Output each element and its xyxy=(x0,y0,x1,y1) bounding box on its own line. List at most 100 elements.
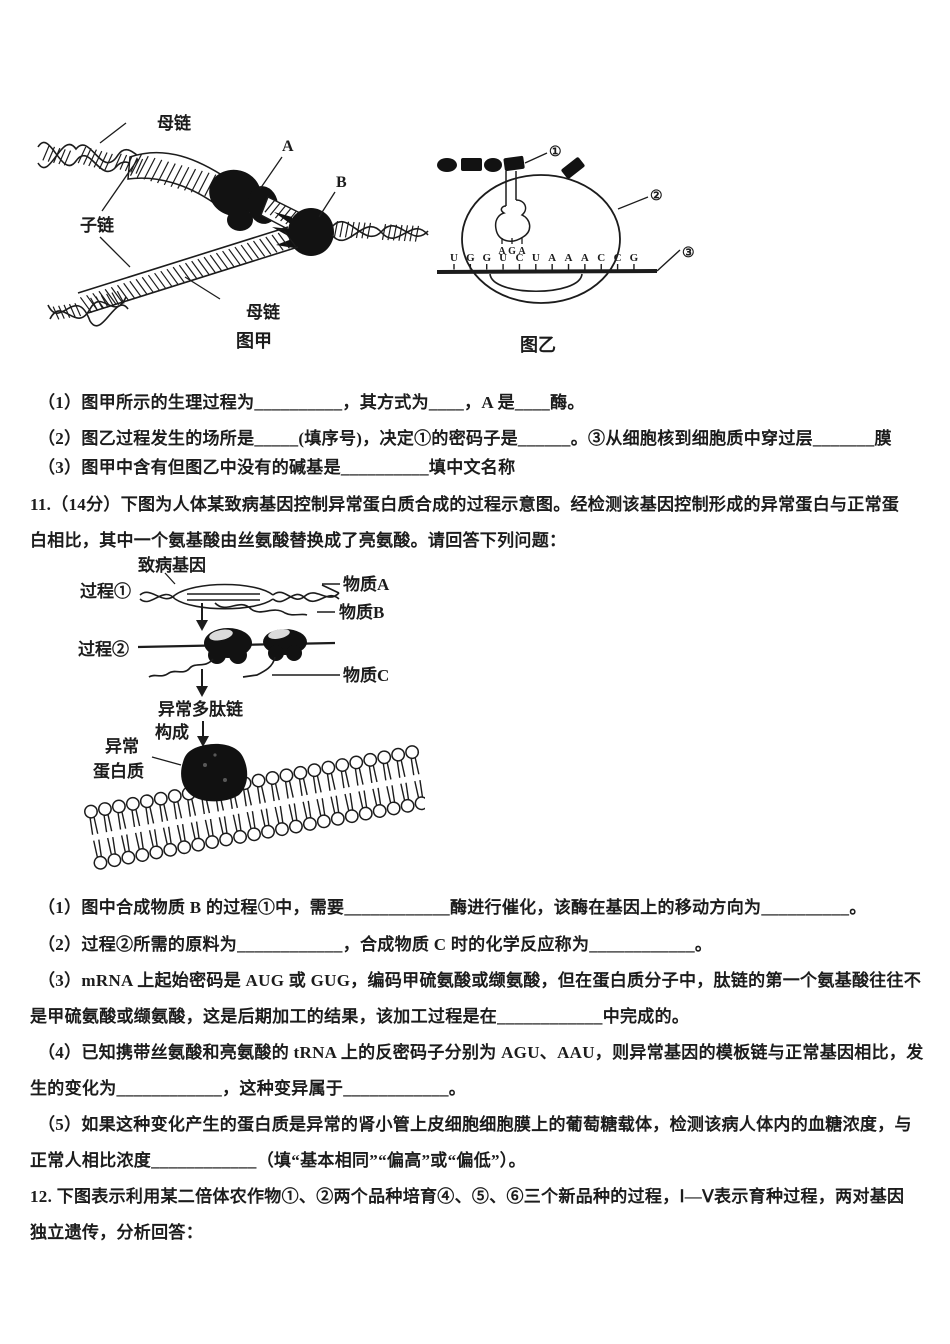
phospholipid-tail xyxy=(288,780,294,798)
phospholipid-head xyxy=(167,789,182,804)
phospholipid-tail xyxy=(396,760,401,778)
hatch-line xyxy=(197,258,210,275)
enzyme-b-blob xyxy=(272,208,334,256)
hatch-line xyxy=(222,250,235,267)
label-abnormal-protein-2: 蛋白质 xyxy=(93,761,144,781)
parent-helix-top xyxy=(37,141,145,173)
phospholipid-tail xyxy=(260,809,266,827)
phospholipid-tail xyxy=(134,832,140,850)
figure-yi-caption: 图乙 xyxy=(520,335,556,355)
phospholipid-tail xyxy=(190,822,196,840)
hatch-line xyxy=(160,270,173,287)
hatch-line xyxy=(98,290,111,308)
phospholipid-tail xyxy=(391,785,396,803)
phospholipid-tail xyxy=(419,780,424,798)
q11-item-2: （2）过程②所需的原料为____________，合成物质 C 时的化学反应称为… xyxy=(38,935,713,954)
phospholipid-tail xyxy=(246,811,252,829)
hatch-line xyxy=(381,224,387,240)
phospholipid-tail xyxy=(372,765,378,783)
q11-item-1: （1）图中合成物质 B 的过程①中，需要____________酶进行催化，该酶… xyxy=(38,898,867,917)
hatch-line xyxy=(403,225,409,242)
phospholipid-tail xyxy=(284,781,289,799)
pointer-line xyxy=(99,122,127,144)
polypeptide-squiggle xyxy=(148,658,214,678)
mrna-letter: C xyxy=(597,252,605,264)
phospholipid-tail xyxy=(326,773,331,791)
label-abnormal-peptide: 异常多肽链 xyxy=(158,699,244,719)
helix-right xyxy=(331,225,429,242)
phospholipid-head xyxy=(275,822,289,837)
down-arrow-head xyxy=(196,620,208,631)
label-circle-3: ③ xyxy=(682,246,695,261)
mrna-letter: A xyxy=(581,252,589,264)
pointer-line xyxy=(101,158,139,212)
hatch-line xyxy=(52,306,60,320)
mrna-letter: U xyxy=(499,252,507,264)
dna-transcription-bubble xyxy=(139,583,340,610)
hatch-line xyxy=(280,208,292,222)
hatch-line xyxy=(183,168,197,191)
hatch-group xyxy=(42,145,230,200)
hatch-line xyxy=(166,268,179,285)
q10-item-1: （1）图甲所示的生理过程为__________，其方式为____，A 是____… xyxy=(38,393,585,412)
phospholipid-tail xyxy=(312,776,317,794)
phospholipid-tail xyxy=(400,760,406,777)
hatch-line xyxy=(392,224,398,241)
hatch-line xyxy=(116,290,125,304)
phospholipid-tail xyxy=(410,758,415,776)
phospholipid-head xyxy=(261,824,275,839)
free-amino-acid xyxy=(561,157,585,179)
q11-stem-line1: 11.（14分）下图为人体某致病基因控制异常蛋白质合成的过程示意图。经检测该基因… xyxy=(30,495,900,514)
hatch-line xyxy=(398,224,403,241)
label-substance-b: 物质B xyxy=(339,602,384,622)
hatch-line xyxy=(111,292,120,306)
hatch-line xyxy=(129,280,142,297)
hatch-line xyxy=(143,157,156,180)
phospholipid-tail xyxy=(218,817,224,835)
hatch-line xyxy=(150,159,163,182)
phospholipid-tail xyxy=(232,814,238,832)
phospholipid-tail xyxy=(98,839,103,857)
hatch-line xyxy=(191,260,204,277)
hatch-line xyxy=(253,240,266,257)
hatch-line xyxy=(88,149,97,167)
phospholipid-head xyxy=(414,796,425,811)
hatch-line xyxy=(93,150,103,168)
hatch-line xyxy=(269,202,281,216)
label-b: B xyxy=(336,174,347,191)
hatch-line xyxy=(77,146,87,164)
hatch-line xyxy=(136,155,149,178)
phospholipid-tail xyxy=(131,810,136,828)
down-arrow-head xyxy=(197,736,209,747)
phospholipid-head xyxy=(97,802,112,816)
hatch-line xyxy=(409,225,414,242)
label-abnormal-protein-1: 异常 xyxy=(105,736,139,756)
phospholipid-tail xyxy=(181,824,186,842)
hatch-line xyxy=(63,304,71,318)
phospholipid-tail xyxy=(145,807,150,825)
phospholipid-head xyxy=(335,758,350,772)
phospholipid-tail xyxy=(307,800,312,818)
q11-item-5b: 正常人相比浓度____________（填“基本相同”“偏高”或“偏低”）。 xyxy=(30,1151,526,1170)
pointer-line xyxy=(656,249,681,272)
phospholipid-tail xyxy=(89,817,94,835)
hatch-line xyxy=(141,276,154,293)
phospholipid-tail xyxy=(120,835,127,853)
q10-item-2: （2）图乙过程发生的场所是_____(填序号)，决定①的密码子是______。③… xyxy=(38,429,892,448)
hatch-line xyxy=(259,238,272,255)
phospholipid-tail xyxy=(270,784,275,802)
phospholipid-head xyxy=(377,750,392,765)
phospholipid-head xyxy=(302,816,317,831)
label-circle-2: ② xyxy=(650,189,663,204)
hatch-line xyxy=(197,172,210,195)
hatch-line xyxy=(95,296,104,310)
phospholipid-head xyxy=(251,773,266,788)
label-circle-1: ① xyxy=(549,145,562,160)
label-disease-gene: 致病基因 xyxy=(138,555,206,575)
hatch-line xyxy=(53,147,61,164)
hatch-line xyxy=(90,297,98,311)
hatch-line xyxy=(135,278,148,295)
phospholipid-tail xyxy=(354,768,359,786)
